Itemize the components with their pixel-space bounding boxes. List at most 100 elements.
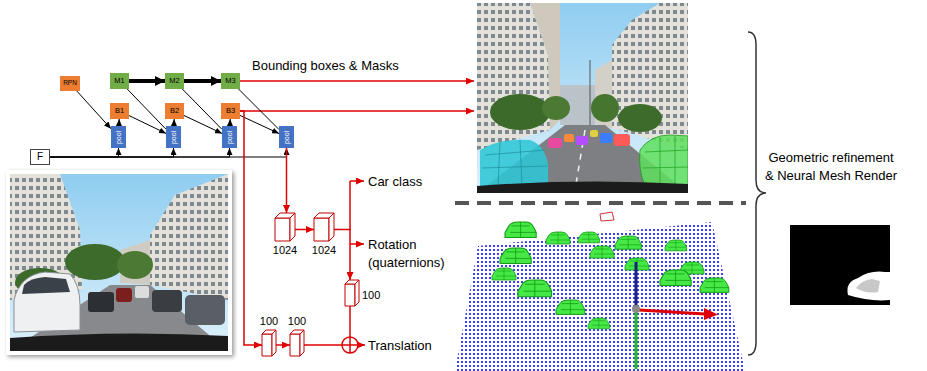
segmentation-photo <box>477 3 688 193</box>
3d-render <box>492 268 516 280</box>
3d-render <box>635 262 638 306</box>
fc-layer-shape <box>275 218 290 241</box>
3d-render <box>704 308 718 320</box>
connector <box>240 115 279 133</box>
fc-layer-shape <box>345 280 359 306</box>
fc-layer: 100 <box>290 330 304 356</box>
fc-layer: 1024 <box>314 213 334 241</box>
3d-render <box>632 305 640 313</box>
output-wires <box>349 306 351 337</box>
input-photo <box>6 170 232 355</box>
layer-size: 100 <box>288 315 306 327</box>
fc-layer-shape <box>329 213 334 241</box>
connector <box>127 89 166 129</box>
box-head: B2 <box>165 103 184 119</box>
rpn-box: RPN <box>60 76 80 91</box>
segmentation-photo <box>618 104 662 132</box>
box-label: B3 <box>226 107 235 115</box>
connector <box>173 119 174 126</box>
segmentation-photo <box>548 138 562 148</box>
input-photo <box>117 251 153 279</box>
box-label: pool <box>115 130 122 143</box>
input-photo <box>150 174 228 300</box>
connector <box>50 148 287 157</box>
3d-render <box>639 310 705 314</box>
input-photo <box>10 174 228 351</box>
3d-render <box>615 236 641 249</box>
label-holder: Car class <box>368 172 422 190</box>
3d-render <box>518 280 552 297</box>
input-photo <box>10 333 228 351</box>
render-mask <box>856 279 880 293</box>
box-label: B1 <box>115 107 124 115</box>
connector <box>129 79 165 83</box>
layer-size: 100 <box>260 315 278 327</box>
output-label: Bounding boxes & Masks <box>252 58 399 73</box>
layer-size-holder: 1024 <box>273 244 297 256</box>
connector <box>129 116 166 134</box>
fc-layer: 1024 <box>275 213 295 241</box>
input-photo <box>152 290 182 312</box>
segmentation-photo <box>490 94 550 130</box>
output-wires <box>240 110 474 112</box>
mask-head: M1 <box>110 73 129 89</box>
render-mask <box>847 272 890 301</box>
mask-head: M2 <box>165 73 184 89</box>
input-photo <box>6 170 232 355</box>
box-label: pool <box>226 130 233 143</box>
box-label: RPN <box>63 80 77 87</box>
connector <box>286 148 288 213</box>
3d-render <box>635 312 638 369</box>
box-label: M2 <box>169 77 179 85</box>
fc-layer-shape <box>262 334 272 356</box>
segmentation-photo <box>477 3 688 193</box>
connector <box>50 148 230 157</box>
connector <box>240 111 262 345</box>
input-photo <box>185 295 225 325</box>
segmentation-photo <box>482 140 547 186</box>
layer-size-holder: 100 <box>260 315 278 327</box>
fc-layer-shape <box>290 334 300 356</box>
layer-size-holder: 100 <box>362 289 380 301</box>
box-head: B1 <box>110 103 129 119</box>
input-photo <box>88 292 114 312</box>
output-wires <box>350 243 364 245</box>
output-label: Car class <box>368 174 422 189</box>
connector <box>184 79 221 83</box>
fc-layer-shape <box>314 213 334 241</box>
3d-render <box>665 240 687 251</box>
connector <box>229 119 230 126</box>
box-label: M3 <box>225 77 235 85</box>
connector <box>50 148 119 157</box>
segmentation-photo <box>640 135 688 186</box>
3d-render <box>455 222 745 371</box>
render-mask <box>790 225 890 305</box>
segmentation-photo <box>477 181 688 193</box>
label-holder: Rotation (quaternions) <box>368 235 458 271</box>
roi-pool: pool <box>222 126 237 148</box>
fc-layer: 100 <box>345 280 359 306</box>
box-label: pool <box>170 130 177 143</box>
box-label: B2 <box>170 107 179 115</box>
connector <box>77 91 111 129</box>
fc-layer-shape <box>272 330 276 356</box>
segmentation-photo <box>591 94 619 122</box>
3d-render <box>588 318 610 329</box>
output-wires <box>240 80 474 82</box>
sum-symbol <box>342 337 358 353</box>
divider <box>455 201 746 205</box>
label-holder: Bounding boxes & Masks <box>252 56 399 74</box>
3d-render <box>505 222 536 238</box>
layer-size-holder: 100 <box>288 315 306 327</box>
sum-symbol <box>342 337 358 353</box>
segmentation-photo <box>600 133 612 143</box>
connector <box>184 115 222 133</box>
label-holder: Translation <box>368 336 432 354</box>
3d-render <box>600 212 614 221</box>
input-photo <box>116 288 132 302</box>
fc-layer-shape <box>290 213 295 241</box>
output-wires <box>240 81 474 345</box>
feature-map: F <box>30 149 50 165</box>
layer-size: 100 <box>362 289 380 301</box>
